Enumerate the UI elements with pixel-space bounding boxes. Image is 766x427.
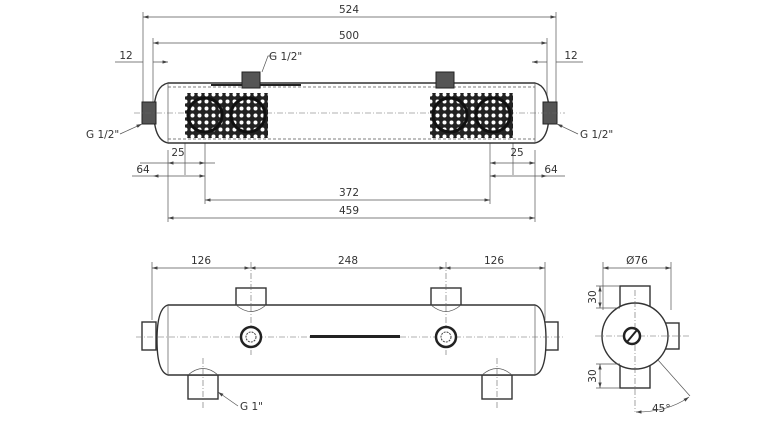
dim-500: 500 [339, 30, 359, 42]
dim-248: 248 [338, 255, 358, 267]
dim-64-right: 64 [544, 164, 558, 176]
dim-angle-45: 45° [652, 403, 671, 415]
dim-126-right: 126 [484, 255, 504, 267]
label-top-port: G 1/2" [269, 51, 302, 63]
sensor-port-right [434, 325, 458, 349]
label-bottom-port: G 1" [240, 401, 263, 413]
front-side-port-left [141, 321, 157, 351]
dim-30-bottom: 30 [587, 369, 599, 382]
dim-12-right: 12 [564, 50, 577, 62]
dim-12-left: 12 [119, 50, 132, 62]
dim-64-left: 64 [136, 164, 150, 176]
dim-524: 524 [339, 4, 359, 16]
manifold-body-front [156, 304, 547, 376]
top-view: 524 500 12 12 G 1/2" G 1/2" G 1/2" [86, 4, 613, 222]
top-port-left [241, 71, 261, 89]
front-view: 126 248 126 G 1" [136, 255, 565, 413]
dim-372: 372 [339, 187, 359, 199]
label-right-port: G 1/2" [580, 129, 613, 141]
dim-126-left: 126 [191, 255, 211, 267]
dim-459: 459 [339, 205, 359, 217]
dim-30-top: 30 [587, 290, 599, 303]
sensor-port-left [239, 325, 263, 349]
side-view: Ø76 30 30 45° [587, 255, 691, 415]
label-left-port: G 1/2" [86, 129, 119, 141]
top-port-right [435, 71, 455, 89]
dim-25-left: 25 [171, 147, 184, 159]
dim-25-right: 25 [510, 147, 523, 159]
dim-diameter-76: Ø76 [626, 255, 648, 267]
